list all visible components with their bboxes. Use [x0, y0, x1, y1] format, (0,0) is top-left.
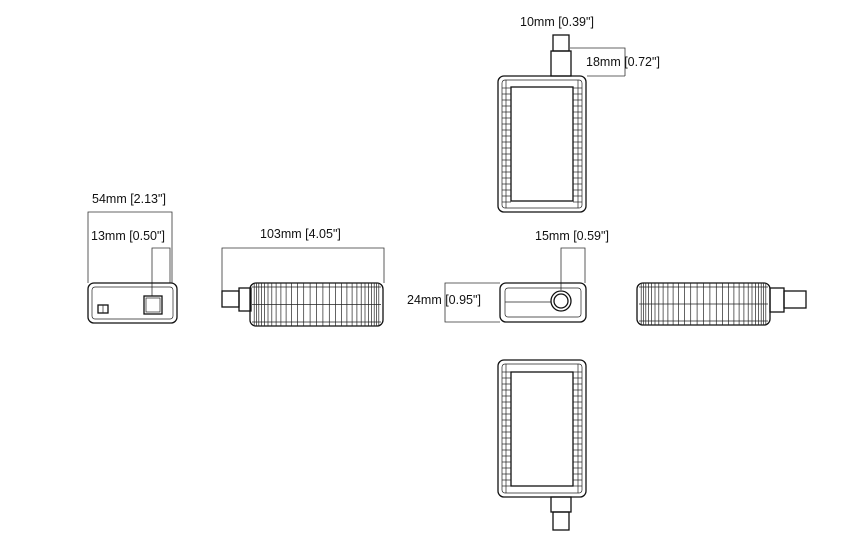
end-width-label: 54mm [2.13"] [92, 192, 166, 206]
end-view: 54mm [2.13"] 13mm [0.50"] [87, 192, 178, 324]
connector-tip [783, 290, 807, 309]
body-outline [87, 282, 178, 324]
connector-base [550, 50, 572, 77]
connector-tip [552, 511, 570, 531]
label-panel [510, 86, 574, 202]
height-dimension-line [444, 282, 500, 323]
body-inner-outline [504, 287, 582, 318]
body-inner-outline [91, 286, 174, 320]
switch-offset-label: 13mm [0.50"] [91, 229, 165, 243]
grille [639, 283, 768, 325]
grille [252, 283, 381, 326]
side-view-right [636, 282, 807, 326]
power-switch [143, 295, 163, 315]
body-outline [499, 282, 587, 323]
body-outline [497, 359, 587, 498]
jack-offset-dimension-line [560, 247, 586, 290]
connector-base [550, 496, 572, 513]
end-width-dimension-line [87, 211, 173, 283]
connector-length-dimension-line [570, 47, 626, 77]
connector-tip [552, 34, 570, 52]
bottom-view [497, 359, 587, 531]
connector-length-label: 18mm [0.72"] [586, 55, 660, 69]
side-ribs [502, 364, 582, 493]
side-view-left: 103mm [4.05"] [221, 227, 385, 327]
length-dimension-line [221, 247, 385, 291]
jack-offset-label: 15mm [0.59"] [535, 229, 609, 243]
dc-jack-inner [553, 293, 569, 309]
body-inner-outline [501, 363, 583, 494]
side-ribs [502, 80, 582, 208]
body-inner-outline [501, 79, 583, 209]
connector-base [238, 287, 252, 312]
power-switch-inner [145, 297, 161, 313]
switch-offset-dimension-line [151, 247, 171, 296]
body-outline [497, 75, 587, 213]
connector-tip [221, 290, 240, 308]
top-connector-width-label: 10mm [0.39"] [520, 15, 594, 29]
dc-jack [550, 290, 572, 312]
length-label: 103mm [4.05"] [260, 227, 341, 241]
label-panel [510, 371, 574, 487]
top-view: 10mm [0.39"] 18mm [0.72"] [497, 15, 660, 213]
front-view: 15mm [0.59"] 24mm [0.95"] [407, 229, 609, 323]
connector-base [769, 287, 785, 313]
height-label: 24mm [0.95"] [407, 293, 481, 307]
